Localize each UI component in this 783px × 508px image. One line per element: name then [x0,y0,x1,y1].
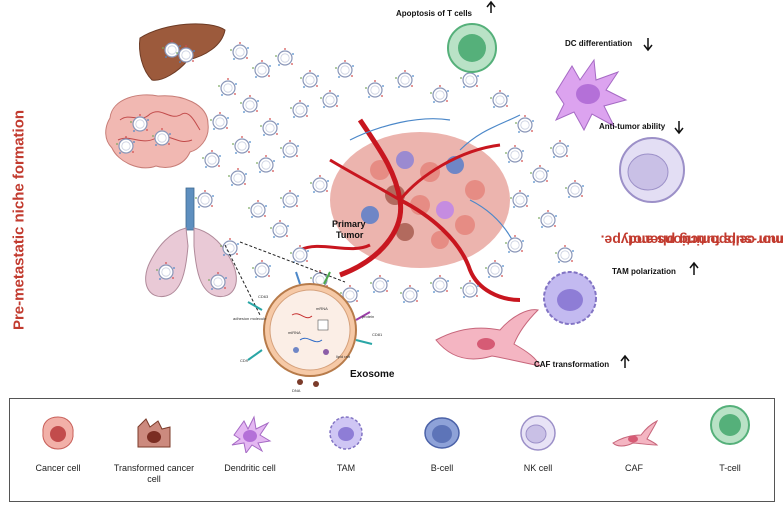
legend-item-transformed-cancer-cell: Transformed cancer cell [106,399,202,499]
exosome-part-mirna: miRNA [288,330,301,335]
legend-label: B-cell [430,463,454,473]
legend-label: NK cell [523,463,553,473]
legend: Cancer cell Transformed cancer cell Dend… [9,398,775,502]
nk-cell-icon [520,415,556,451]
effect-antitumor-label: Anti-tumor ability [599,122,666,131]
effect-tam-label: TAM polarization [612,267,676,276]
exosome-detail [247,271,373,387]
legend-item-dendritic-cell: Dendritic cell [202,399,298,499]
legend-item-cancer-cell: Cancer cell [10,399,106,499]
legend-label: Dendritic cell [224,463,276,473]
legend-item-t-cell: T-cell [682,399,778,499]
t-cell-icon [447,23,497,73]
caf-icon [435,309,541,367]
exosome-part-cd9: CD9 [240,358,249,363]
brain-icon [105,94,209,169]
exosome-part-cd81: CD81 [372,332,383,337]
liver-icon [139,23,226,81]
exosome-part-cd63: CD63 [258,294,269,299]
effect-caf-label: CAF transformation [534,360,609,369]
tumor-label-line2: Tumor [336,230,364,240]
dendritic-cell-icon [231,415,272,453]
dendritic-cell-icon [554,58,628,132]
primary-tumor [299,114,521,302]
transformed-cancer-cell-icon [137,418,171,448]
legend-item-caf: CAF [586,399,682,499]
legend-label: Transformed cancer cell [113,463,195,484]
exosome-part-protein: protein [362,314,374,319]
legend-label: TAM [336,463,356,473]
main-illustration: Primary Tumor CD [105,0,699,393]
lungs-icon [145,187,237,298]
exosome-part-adhesion: adhesion molecule [233,316,267,321]
legend-label: Cancer cell [35,463,81,473]
exosome-part-mrna: mRNA [316,306,328,311]
legend-label: CAF [625,463,643,473]
t-cell-icon [710,405,750,445]
caf-icon [612,419,659,447]
exosome-part-lipid-raft: lipid raft [336,354,351,359]
tam-icon [329,416,363,450]
legend-item-tam: TAM [298,399,394,499]
exosome-label: Exosome [350,369,395,380]
nk-cell-icon [619,137,685,203]
legend-item-nk-cell: NK cell [490,399,586,499]
effect-dc-label: DC differentiation [565,39,632,48]
arrow-down-icon [643,38,653,52]
cancer-cell-icon [42,416,74,450]
effect-apoptosis-label: Apoptosis of T cells [396,9,473,18]
arrow-down-icon [674,121,684,135]
legend-item-b-cell: B-cell [394,399,490,499]
arrow-up-icon [689,261,699,275]
arrow-up-icon [486,0,496,13]
exosome-part-dna: DNA [292,388,301,393]
tam-icon [543,271,597,325]
arrow-up-icon [620,354,630,368]
legend-label: T-cell [719,463,741,473]
b-cell-icon [424,417,460,449]
tumor-label-line1: Primary [332,219,366,229]
